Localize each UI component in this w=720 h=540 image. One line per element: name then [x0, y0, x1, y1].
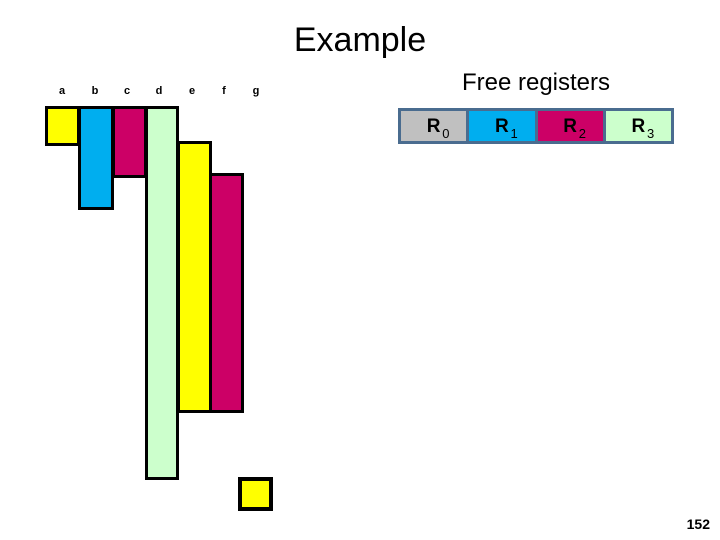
- var-label-c: c: [123, 85, 131, 97]
- var-label-g: g: [252, 85, 260, 97]
- live-range-bar-f: [209, 173, 244, 413]
- register-index-r0: 0: [442, 125, 450, 141]
- register-index-r1: 1: [510, 125, 518, 141]
- live-range-bar-a: [45, 106, 80, 146]
- spill-box: [238, 477, 273, 511]
- register-index-r3: 3: [647, 125, 655, 141]
- page-number: 152: [686, 516, 710, 532]
- var-label-a: a: [58, 85, 66, 97]
- live-range-bar-b: [78, 106, 114, 210]
- live-range-bar-e: [177, 141, 212, 413]
- register-index-r2: 2: [578, 125, 586, 141]
- var-label-b: b: [91, 85, 99, 97]
- var-label-f: f: [222, 85, 226, 97]
- register-letter-r3: R: [631, 115, 646, 137]
- free-registers-heading: Free registers: [461, 69, 611, 96]
- register-letter-r1: R: [495, 115, 509, 137]
- var-label-e: e: [188, 85, 196, 97]
- var-label-d: d: [155, 85, 163, 97]
- live-range-bar-c: [112, 106, 147, 178]
- register-letter-r2: R: [563, 115, 577, 137]
- page-title: Example: [293, 21, 427, 59]
- register-letter-r0: R: [426, 115, 441, 137]
- live-range-bar-d: [145, 106, 179, 480]
